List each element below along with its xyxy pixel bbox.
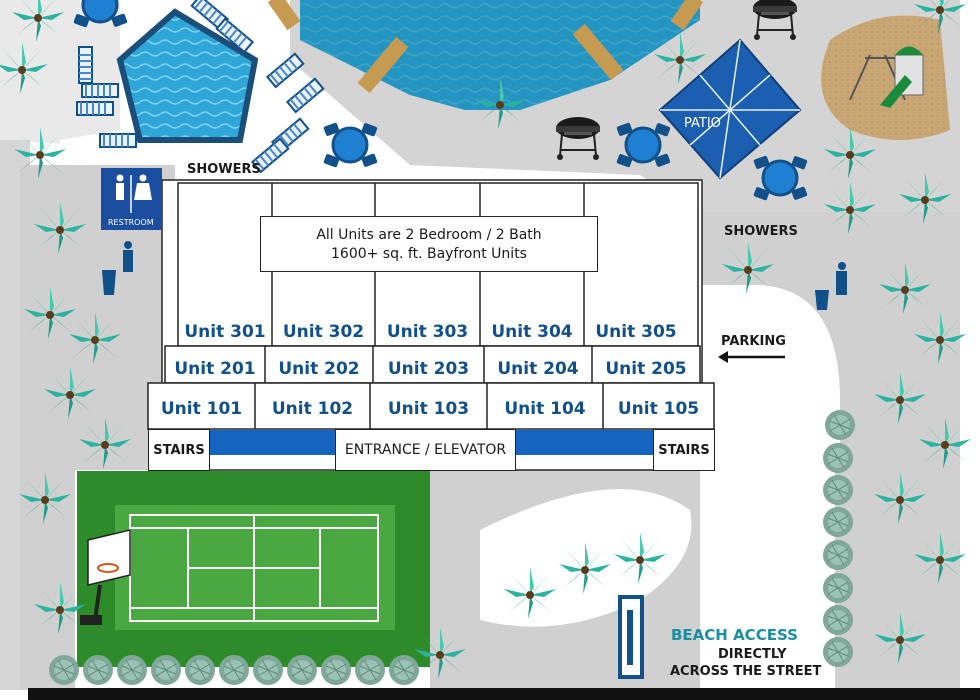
unit-104[interactable]: Unit 104 xyxy=(504,399,586,419)
showers-label-left: SHOWERS xyxy=(187,162,261,177)
unit-202[interactable]: Unit 202 xyxy=(278,359,360,379)
unit-103[interactable]: Unit 103 xyxy=(387,399,470,419)
unit-302[interactable]: Unit 302 xyxy=(282,322,365,342)
right-walkway xyxy=(700,212,960,690)
info-line-2: 1600+ sq. ft. Bayfront Units xyxy=(331,245,527,262)
beach-access-title: BEACH ACCESS xyxy=(671,626,798,644)
building-info-box: All Units are 2 Bedroom / 2 Bath 1600+ s… xyxy=(260,216,598,272)
beach-access-line-3: ACROSS THE STREET xyxy=(670,664,822,679)
unit-305[interactable]: Unit 305 xyxy=(595,322,677,342)
left-walkway xyxy=(20,165,175,690)
unit-304[interactable]: Unit 304 xyxy=(491,322,573,342)
restroom-icon xyxy=(101,168,162,230)
playground-icon xyxy=(849,46,924,108)
unit-102[interactable]: Unit 102 xyxy=(271,399,354,419)
arrow-left-icon xyxy=(718,351,785,363)
entrance-elevator[interactable]: ENTRANCE / ELEVATOR xyxy=(335,429,516,471)
swimming-pool xyxy=(116,8,259,143)
trash-can-icon xyxy=(815,262,847,310)
unit-201[interactable]: Unit 201 xyxy=(174,359,256,379)
info-line-1: All Units are 2 Bedroom / 2 Bath xyxy=(316,226,542,243)
unit-205[interactable]: Unit 205 xyxy=(605,359,687,379)
patio xyxy=(658,38,802,180)
unit-203[interactable]: Unit 203 xyxy=(387,359,470,379)
unit-204[interactable]: Unit 204 xyxy=(497,359,579,379)
restroom-label: RESTROOM xyxy=(108,218,154,227)
patio-label: PATIO xyxy=(684,116,721,131)
parking-label: PARKING xyxy=(721,334,786,349)
trash-can-icon xyxy=(102,241,133,295)
unit-101[interactable]: Unit 101 xyxy=(160,399,243,419)
basketball-hoop-icon xyxy=(80,529,131,625)
playground-sand xyxy=(821,15,950,140)
unit-303[interactable]: Unit 303 xyxy=(386,322,469,342)
unit-301[interactable]: Unit 301 xyxy=(184,322,266,342)
beach-access-line-2: DIRECTLY xyxy=(718,647,787,662)
showers-label-right: SHOWERS xyxy=(724,224,798,239)
unit-105[interactable]: Unit 105 xyxy=(617,399,700,419)
stairs-left[interactable]: STAIRS xyxy=(148,429,210,471)
stairs-right[interactable]: STAIRS xyxy=(653,429,715,471)
